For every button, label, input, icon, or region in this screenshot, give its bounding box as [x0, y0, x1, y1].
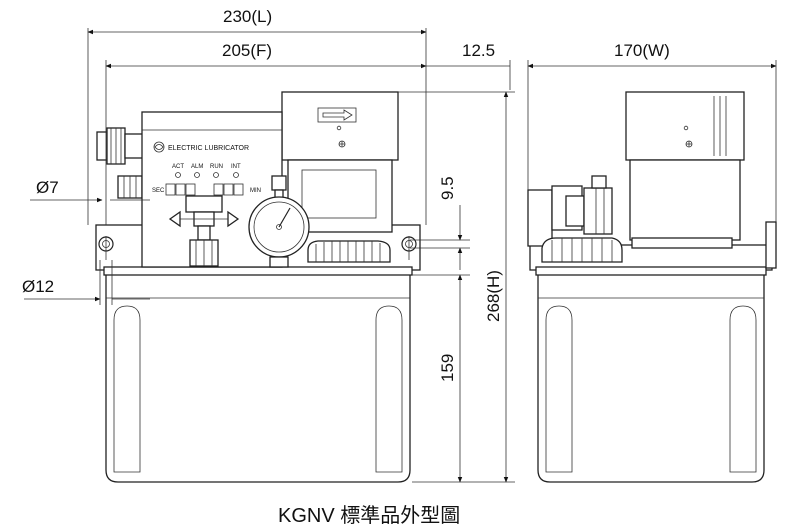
rotation-arrow-plate	[317, 107, 357, 123]
front-view: ELECTRIC LUBRICATOR ACT ALM RUN INT SEC …	[95, 91, 421, 483]
drawing-caption: KGNV 標準品外型圖	[278, 504, 460, 527]
led-label-run: RUN	[210, 164, 223, 170]
panel-title: ELECTRIC LUBRICATOR	[168, 145, 249, 152]
label-hole-large: Ø12	[22, 277, 54, 296]
label-hole-small: Ø7	[36, 178, 59, 197]
led-act	[175, 172, 181, 178]
front-oil-tank	[105, 269, 411, 483]
rotation-arrow-icon	[322, 109, 353, 121]
led-alm	[194, 172, 200, 178]
side-filler-cap	[541, 237, 623, 263]
led-label-act: ACT	[172, 164, 184, 170]
side-oil-tank	[537, 269, 765, 483]
front-filler-cap	[307, 240, 391, 263]
label-frame-length: 205(F)	[222, 41, 272, 60]
cable-gland	[96, 127, 144, 165]
led-int	[233, 172, 239, 178]
side-motor-lower	[629, 159, 741, 241]
manual-valve	[168, 195, 240, 267]
front-motor-housing	[281, 91, 399, 161]
label-offset: 12.5	[462, 41, 495, 60]
front-base-plate	[103, 266, 413, 276]
pressure-gauge	[248, 175, 310, 268]
brand-logo-icon	[153, 141, 165, 153]
led-label-alm: ALM	[191, 164, 203, 170]
min-digit-switches	[213, 183, 244, 196]
side-tank-rib-right	[729, 305, 757, 473]
side-bracket-tab	[765, 221, 777, 269]
label-overall-length: 230(L)	[223, 7, 272, 26]
outlet-fitting	[117, 175, 143, 199]
label-total-height: 268(H)	[484, 270, 503, 322]
front-tank-rib-right	[375, 305, 403, 473]
side-valve-block	[527, 175, 613, 247]
front-motor-window	[301, 169, 377, 219]
side-tank-rib-left	[545, 305, 573, 473]
label-width: 170(W)	[614, 41, 670, 60]
front-mount-hole-right	[401, 236, 417, 260]
sec-label: SEC	[152, 188, 165, 194]
sec-digit-switches	[165, 183, 196, 196]
side-top-cover	[631, 237, 733, 249]
side-motor-housing	[625, 91, 745, 161]
min-label: MIN	[250, 188, 261, 194]
front-mount-hole-left	[98, 236, 114, 260]
label-mount-height: 9.5	[438, 176, 457, 200]
front-tank-rib-left	[113, 305, 141, 473]
dimension-lines	[24, 28, 777, 483]
label-tank-height: 159	[438, 354, 457, 382]
side-base-plate	[535, 266, 767, 276]
motor-indicator-dot	[336, 125, 342, 131]
led-label-int: INT	[231, 164, 241, 170]
side-view	[527, 91, 777, 483]
dimension-labels: 230(L) 205(F) 12.5 170(W) Ø7 Ø12 9.5 268…	[22, 7, 670, 382]
led-run	[213, 172, 219, 178]
